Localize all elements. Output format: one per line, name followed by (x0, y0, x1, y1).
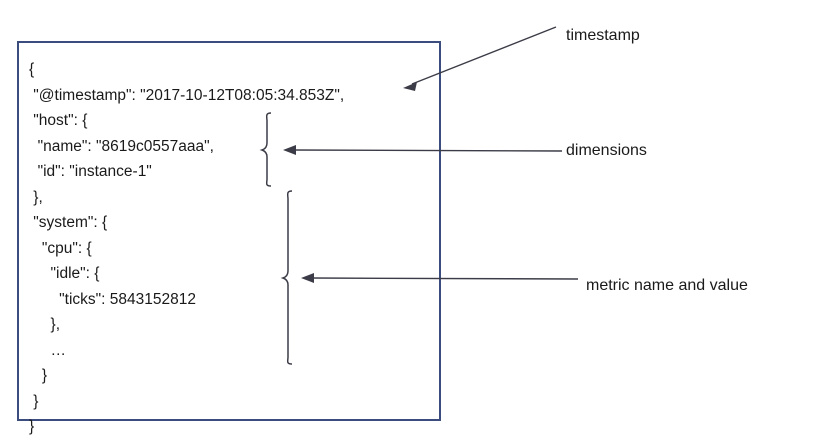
json-document-box: { "@timestamp": "2017-10-12T08:05:34.853… (17, 41, 441, 435)
json-document-text: { "@timestamp": "2017-10-12T08:05:34.853… (29, 61, 345, 435)
annotation-label-metric-name-and-value: metric name and value (586, 277, 748, 294)
annotation-label-timestamp: timestamp (566, 27, 640, 44)
annotation-label-dimensions: dimensions (566, 142, 647, 159)
